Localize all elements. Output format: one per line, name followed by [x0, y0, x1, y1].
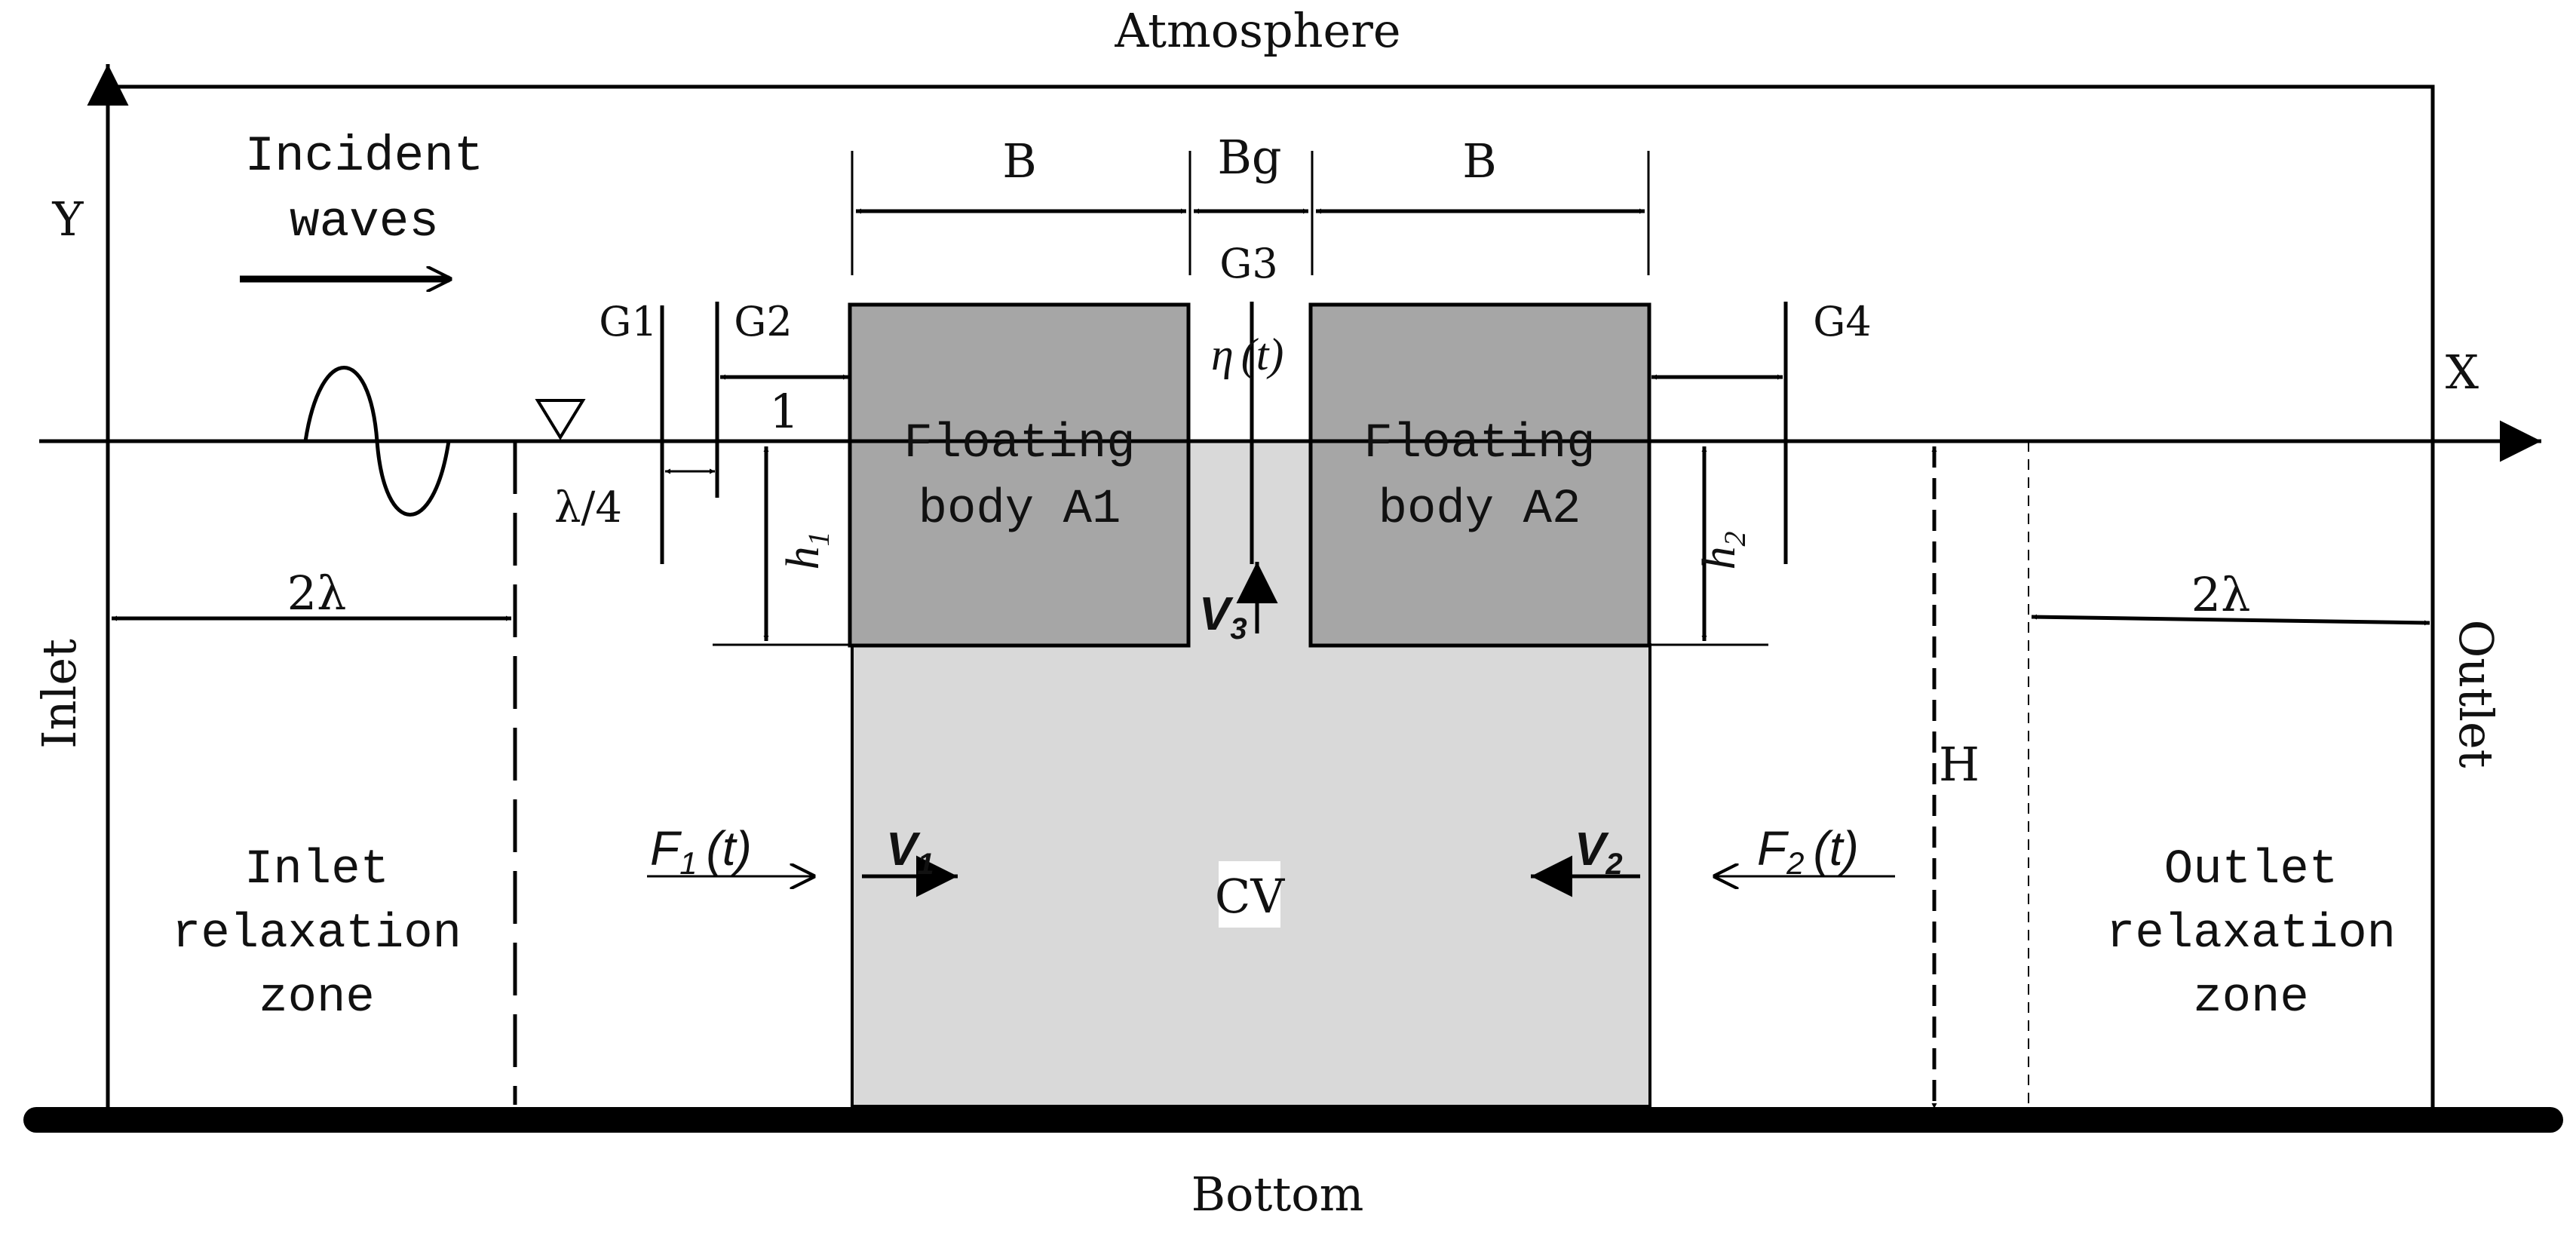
lambda-quarter-label: λ/4	[554, 483, 622, 532]
velocity-v3-label: V3	[1199, 588, 1247, 646]
width-bg-label: Bg	[1217, 130, 1281, 185]
draft-h1-label: h1	[777, 532, 836, 570]
gauge-g1-label: G1	[599, 298, 658, 345]
inlet-zone-line1: Inlet	[244, 843, 389, 897]
gauge-g4-label: G4	[1813, 298, 1872, 345]
body-a1-line1: Floating	[903, 417, 1135, 471]
body-a2-line1: Floating	[1363, 417, 1595, 471]
force-f2-label: F2(t)	[1757, 821, 1859, 881]
inlet-zone-line3: zone	[259, 971, 375, 1026]
incident-waves-line2: waves	[290, 194, 439, 250]
domain-top-right-boundary	[108, 84, 2435, 1109]
width-b-right-label: B	[1462, 133, 1497, 189]
velocity-v2-label: V2	[1575, 823, 1623, 881]
control-volume-label: CV	[1215, 869, 1285, 924]
body-a1-line2: body A1	[918, 483, 1121, 537]
inlet-zone-line2: relaxation	[172, 907, 462, 962]
distance-1-label: 1	[769, 384, 799, 439]
outlet-zone-line3: zone	[2193, 971, 2309, 1026]
force-f1-label: F1(t)	[650, 821, 752, 881]
atmosphere-label: Atmosphere	[1114, 3, 1400, 58]
cv-label-bg	[1219, 861, 1280, 928]
outlet-zone-line2: relaxation	[2106, 907, 2396, 962]
outlet-zone-line1: Outlet	[2164, 843, 2338, 897]
axis-y-label: Y	[52, 192, 84, 247]
two-lambda-right-dim	[2031, 614, 2430, 626]
gauge-g2-label: G2	[734, 298, 793, 345]
depth-h-label: H	[1939, 737, 1980, 792]
incident-waves-line1: Incident	[245, 128, 484, 185]
bottom-label: Bottom	[1191, 1167, 1364, 1222]
still-water-level-icon	[535, 399, 586, 440]
svg-text:h2: h2	[1694, 532, 1752, 570]
two-lambda-left-label: 2λ	[287, 566, 347, 621]
gap-water-column	[1188, 441, 1311, 646]
width-b-left-label: B	[1002, 133, 1037, 189]
two-lambda-right-label: 2λ	[2191, 567, 2251, 622]
eta-label: η(t)	[1211, 330, 1283, 379]
outlet-label: Outlet	[2449, 619, 2504, 768]
inlet-label: Inlet	[32, 639, 87, 749]
velocity-v1-label: V1	[886, 823, 934, 881]
wave-sinusoid	[303, 366, 451, 517]
floating-body-a2	[1308, 302, 1651, 648]
axis-x-label: X	[2446, 345, 2479, 400]
body-a2-line2: body A2	[1378, 483, 1581, 537]
svg-text:h1: h1	[777, 532, 836, 570]
draft-h2-label: h2	[1694, 532, 1752, 570]
floating-body-a1	[848, 302, 1191, 648]
gauge-g3-label: G3	[1219, 240, 1278, 287]
